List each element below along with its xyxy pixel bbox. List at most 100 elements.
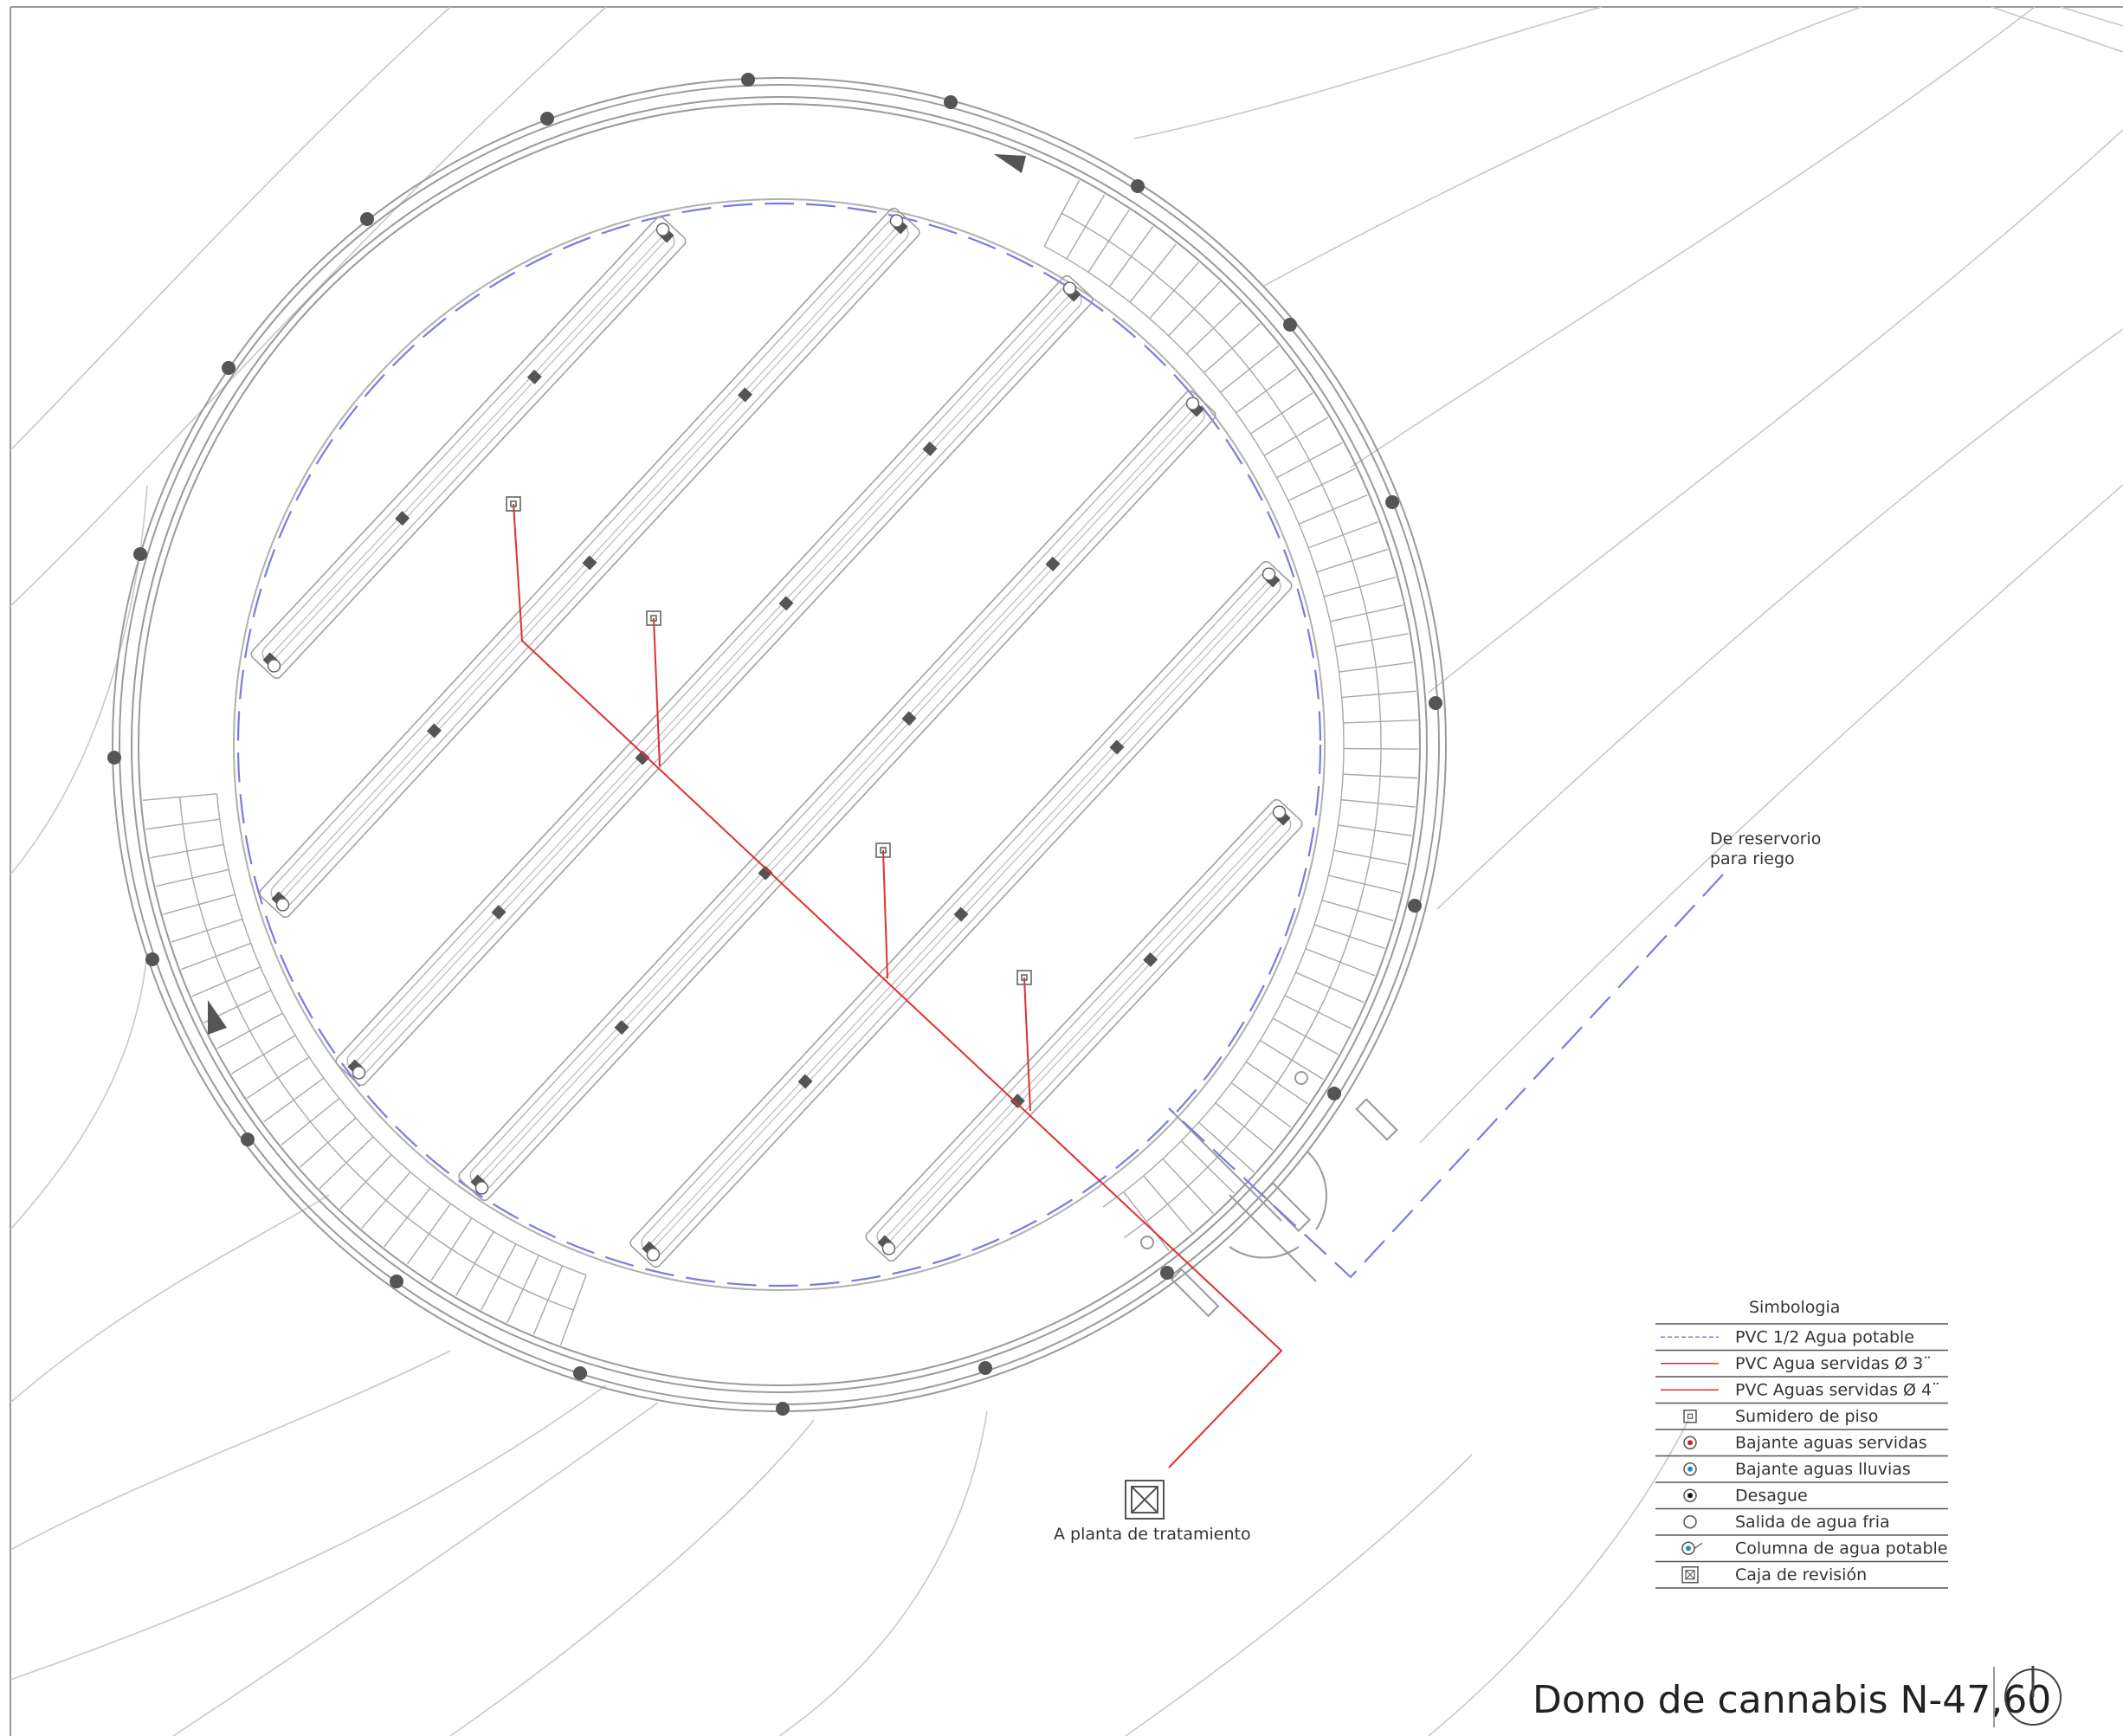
inspection-box-icon: [1681, 1566, 1699, 1584]
ramp-step: [1123, 1191, 1170, 1252]
structural-columns: [107, 73, 1442, 1416]
ramp-step: [1328, 874, 1402, 894]
ramp-step: [1343, 747, 1418, 750]
ramp-step: [1220, 345, 1280, 393]
legend-label: Caja de revisión: [1735, 1565, 1867, 1584]
legend-label: Columna de agua potable: [1735, 1539, 1947, 1558]
ramp-step: [1087, 210, 1130, 273]
contour-line: [1991, 6, 2123, 53]
ramp-step: [1334, 633, 1409, 648]
drip-valve-icon: [738, 387, 752, 403]
north-arrow-icon: [2004, 1666, 2062, 1726]
column-dot: [241, 1133, 255, 1146]
ramp-step: [1341, 690, 1416, 699]
drip-valve-icon: [953, 907, 969, 922]
ramp-step: [1272, 1017, 1339, 1055]
contour-line: [1428, 1419, 1689, 1736]
drip-valve-icon: [922, 441, 938, 456]
contour-line: [10, 484, 148, 875]
red-dot-icon: [1683, 1436, 1697, 1449]
ramp-step: [319, 1136, 374, 1190]
column-dot: [133, 547, 147, 561]
ramp-step: [1330, 604, 1404, 623]
entrance: [1140, 1071, 1398, 1318]
contour-line: [1436, 328, 2123, 910]
water-outlet-icon: [1185, 397, 1200, 410]
ramp-step: [455, 1231, 494, 1296]
reservoir-supply-line: [1168, 874, 1724, 1279]
ramp-step: [1186, 301, 1242, 355]
contour-line: [10, 1384, 607, 1681]
legend-row: Salida de agua fria: [1655, 1513, 1948, 1536]
planter-beds: [250, 207, 1303, 1268]
contour-line: [1350, 6, 2036, 468]
water-outlet-icon: [1262, 567, 1276, 581]
water-outlet-icon: [881, 1242, 896, 1255]
legend-row: Columna de agua potable: [1655, 1539, 1948, 1563]
ramp-step: [1180, 1140, 1235, 1194]
water-outlet-icon: [889, 214, 904, 228]
legend-label: Bajante aguas lluvias: [1735, 1460, 1911, 1479]
contour-line: [2060, 6, 2123, 27]
ramp-step: [156, 868, 229, 887]
ramp-step: [171, 918, 243, 943]
ramp-arrow-icon: [994, 154, 1026, 173]
drip-valve-icon: [635, 750, 650, 765]
treatment-note: A planta de tratamiento: [1054, 1525, 1251, 1544]
column-dot: [1408, 899, 1422, 913]
ramp-step: [1324, 576, 1397, 597]
legend-title: Simbologia: [1749, 1298, 1840, 1317]
ramp-step: [430, 1217, 473, 1281]
ramp-step: [191, 966, 261, 997]
legend-row: Bajante aguas lluvias: [1655, 1460, 1948, 1483]
drip-valve-icon: [582, 555, 597, 571]
contour-line: [172, 1402, 659, 1736]
ramp-arrow-icon: [208, 1000, 227, 1035]
reservoir-note-line1: De reservorio: [1710, 829, 1821, 849]
reservoir-note-line2: para riego: [1710, 849, 1795, 868]
ramp-step: [1340, 798, 1416, 808]
legend-row: Desague: [1655, 1486, 1948, 1510]
ramp-step: [339, 1154, 392, 1210]
legend-label: Desague: [1735, 1486, 1808, 1505]
legend-row: Bajante aguas servidas: [1655, 1433, 1948, 1457]
inspection-box-icon: [1125, 1480, 1165, 1520]
column-dot: [1327, 1087, 1341, 1100]
legend-row: Caja de revisión: [1655, 1565, 1948, 1589]
column-dot: [390, 1275, 403, 1288]
drip-valve-icon: [797, 1074, 813, 1089]
ramp-step: [559, 1275, 587, 1346]
ramp-step: [361, 1171, 411, 1229]
legend-row: Sumidero de piso: [1655, 1407, 1948, 1430]
ramp-edge: [1043, 245, 1345, 1208]
ramp-step: [384, 1187, 431, 1248]
ramp-step: [1066, 194, 1106, 260]
drip-valve-icon: [1143, 952, 1158, 967]
dome-inner-ring: [233, 198, 1326, 1291]
ramp-step: [163, 894, 236, 915]
contour-line: [10, 6, 607, 607]
ramp-step: [1198, 1121, 1255, 1173]
contour-line: [449, 1419, 815, 1736]
contour-line: [1125, 1454, 1473, 1736]
water-outlet-icon: [1272, 805, 1287, 819]
drip-valve-icon: [395, 511, 410, 526]
legend-label: PVC Aguas servidas Ø 4¨: [1735, 1380, 1940, 1399]
column-dot: [1131, 179, 1145, 193]
column-dot: [776, 1402, 790, 1416]
column-dot: [1160, 1266, 1174, 1280]
contour-line: [1133, 6, 1603, 139]
ramp-step: [1168, 281, 1221, 337]
ramp-step: [1143, 1175, 1192, 1234]
water-outlet-icon: [646, 1248, 661, 1262]
ramp-step: [1284, 995, 1352, 1029]
ramp-step: [281, 1098, 340, 1146]
ramp-step: [1236, 368, 1297, 414]
legend-label: Sumidero de piso: [1735, 1407, 1878, 1426]
ramp-step: [1333, 849, 1408, 865]
planter-bed: [865, 798, 1303, 1262]
drip-valve-icon: [1010, 1094, 1025, 1109]
contour-line: [778, 1410, 988, 1736]
